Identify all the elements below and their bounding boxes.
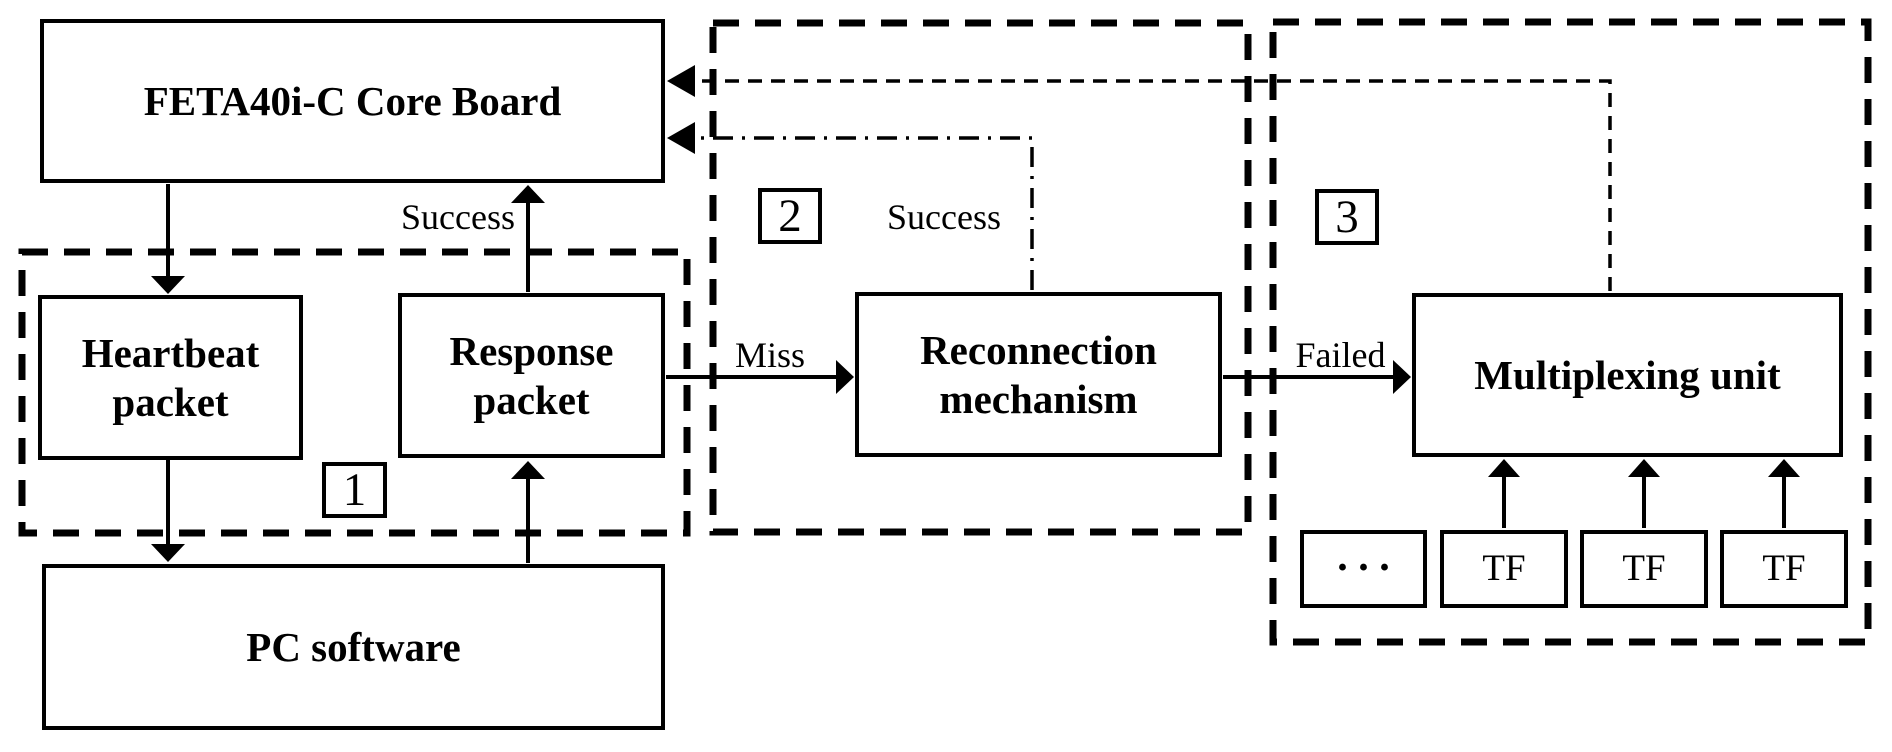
node-pc-software: PC software	[42, 564, 665, 730]
group3-dashed-box	[1269, 18, 1872, 646]
group2-dashed-box	[709, 19, 1252, 536]
node-tf-1: TF	[1440, 530, 1568, 608]
node-response-packet: Response packet	[398, 293, 665, 458]
arrow-pc-to-response	[511, 461, 545, 563]
arrow-core-to-heartbeat	[151, 184, 185, 294]
arrow-tf2-to-multiplexing	[1628, 459, 1660, 528]
label-failed: Failed	[1295, 335, 1386, 375]
arrow-response-to-core	[511, 185, 545, 292]
node-heartbeat-packet: Heartbeat packet	[38, 295, 303, 460]
label-success-response: Success	[401, 197, 515, 237]
arrow-reconnection-success-to-core	[667, 122, 1034, 290]
arrow-tf3-to-multiplexing	[1768, 459, 1800, 528]
node-tf-3: TF	[1720, 530, 1848, 608]
arrow-response-to-reconnection	[666, 360, 854, 394]
node-core-board: FETA40i-C Core Board	[40, 19, 665, 183]
arrow-tf1-to-multiplexing	[1488, 459, 1520, 528]
group1-badge: 1	[322, 462, 387, 518]
group1-dashed-box	[18, 248, 691, 537]
label-success-reconnection: Success	[887, 197, 1001, 237]
arrow-multiplexing-to-core	[667, 65, 1612, 291]
node-reconnection-mechanism: Reconnection mechanism	[855, 292, 1222, 457]
arrow-heartbeat-to-pc	[151, 458, 185, 562]
group3-badge: 3	[1315, 189, 1379, 245]
group2-badge: 2	[758, 188, 822, 244]
node-tf-ellipsis: ···	[1300, 530, 1427, 608]
node-multiplexing-unit: Multiplexing unit	[1412, 293, 1843, 457]
label-miss: Miss	[734, 335, 806, 375]
node-tf-2: TF	[1580, 530, 1708, 608]
arrow-reconnection-to-multiplexing	[1223, 360, 1411, 394]
